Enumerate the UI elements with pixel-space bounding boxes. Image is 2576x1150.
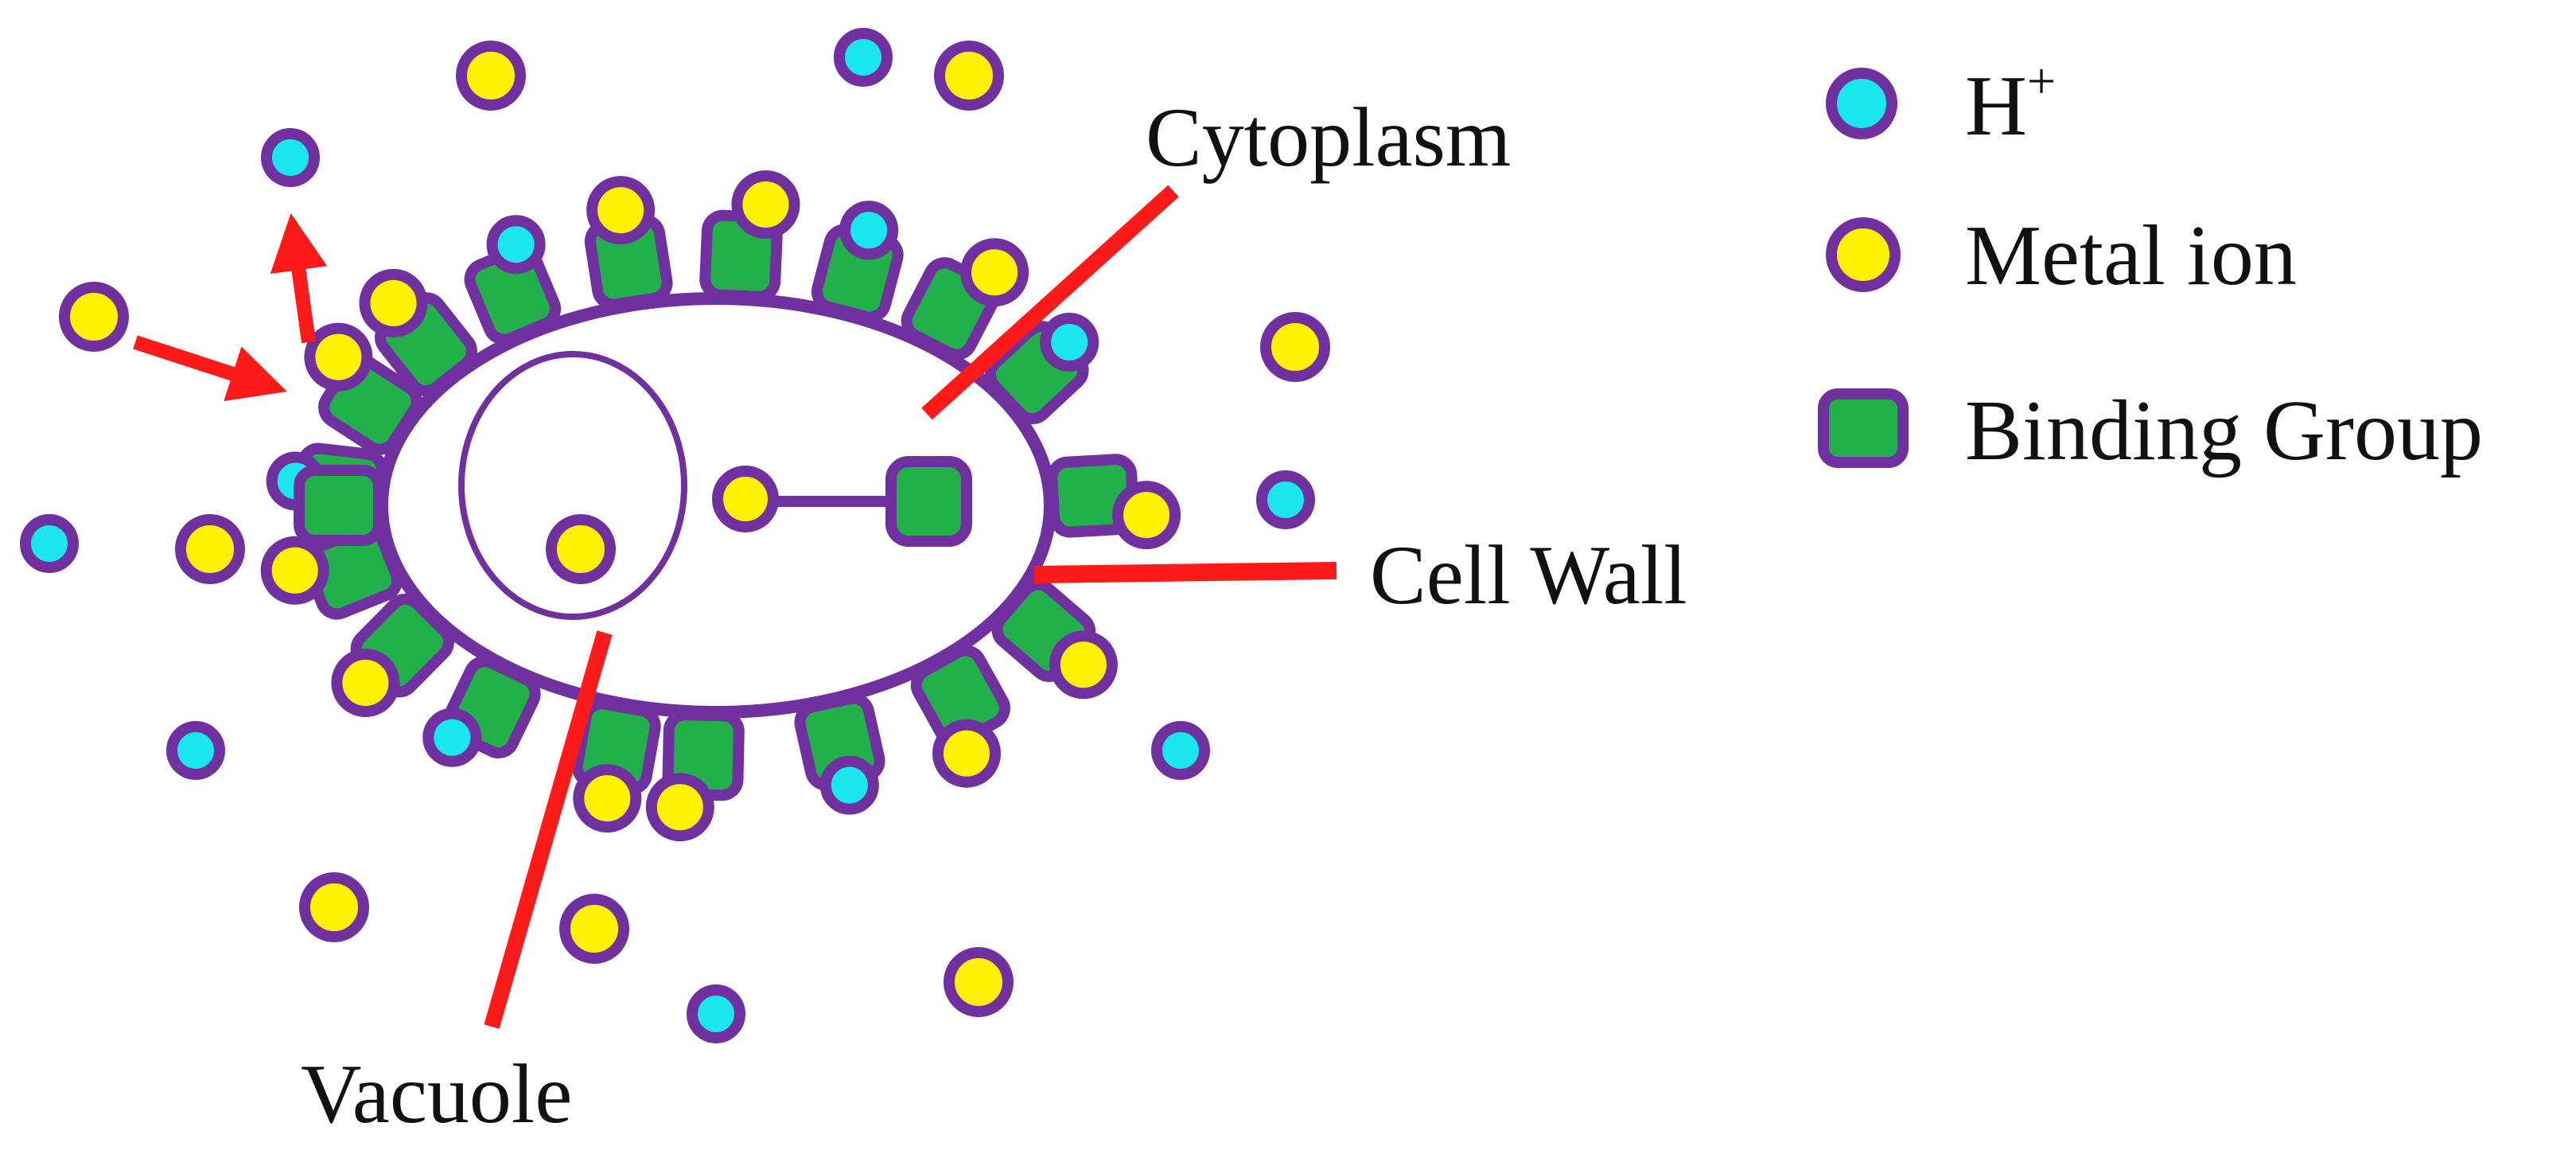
bound-hydrogen-ion (486, 215, 546, 275)
binding-group-shape (294, 465, 384, 546)
legend-hydrogen-label: H+ (1965, 56, 2056, 150)
free-hydrogen-ion (166, 721, 225, 780)
legend-hydrogen-text: H (1965, 59, 2027, 154)
bound-metal-ion (731, 170, 800, 239)
vacuole-pointer (484, 630, 613, 1029)
surface-binding-groups (260, 170, 1181, 842)
free-metal-ion (456, 41, 526, 111)
bound-metal-ion (932, 719, 1001, 788)
internal-metal-ion (712, 466, 779, 532)
vacuole-metal-ion (546, 514, 616, 584)
bound-metal-ion (331, 649, 400, 717)
cytoplasm-label: Cytoplasm (1146, 91, 1512, 184)
bound-hydrogen-ion (839, 201, 899, 260)
legend-hydrogen-icon (1826, 68, 1897, 139)
bound-metal-ion (960, 238, 1029, 307)
free-hydrogen-ion (1151, 721, 1210, 780)
bound-hydrogen-ion (819, 755, 879, 815)
cell-wall-pointer (1033, 562, 1337, 583)
free-metal-ion (944, 947, 1014, 1017)
bound-metal-ion (573, 764, 642, 833)
legend-binding-label: Binding Group (1965, 384, 2484, 478)
free-metal-ion (1260, 312, 1330, 382)
cytoplasm-pointer (921, 185, 1179, 420)
bound-hydrogen-ion (422, 708, 482, 767)
proton-release-arrow (270, 212, 328, 344)
bound-metal-ion (304, 322, 373, 392)
bound-metal-ion (1112, 481, 1181, 550)
bound-metal-ion (1049, 630, 1118, 700)
bound-metal-ion (260, 536, 329, 605)
legend-hydrogen-superscript: + (2027, 53, 2057, 109)
bound-hydrogen-ion (1040, 313, 1099, 372)
free-metal-ion (175, 514, 245, 584)
free-metal-ion (59, 282, 129, 352)
free-hydrogen-ion (834, 28, 893, 87)
free-hydrogen-ion (20, 514, 79, 573)
bound-metal-ion (645, 773, 714, 842)
binding-group (294, 465, 384, 546)
free-ions (20, 28, 1330, 1043)
legend-metal-label: Metal ion (1965, 209, 2297, 303)
vacuole-label: Vacuole (301, 1047, 573, 1140)
bound-metal-ion (586, 176, 656, 245)
internal-binding-group (885, 456, 972, 547)
free-metal-ion (299, 872, 369, 942)
free-hydrogen-ion (687, 984, 745, 1043)
free-metal-ion (559, 894, 629, 964)
vacuole (458, 351, 687, 620)
legend-binding-icon (1818, 388, 1909, 468)
free-metal-ion (934, 41, 1004, 111)
bound-metal-ion (359, 268, 428, 337)
cell-wall-label: Cell Wall (1370, 528, 1687, 622)
legend-metal-icon (1826, 217, 1901, 292)
metal-uptake-arrow (133, 335, 287, 401)
free-hydrogen-ion (261, 128, 320, 187)
free-hydrogen-ion (1256, 470, 1315, 529)
